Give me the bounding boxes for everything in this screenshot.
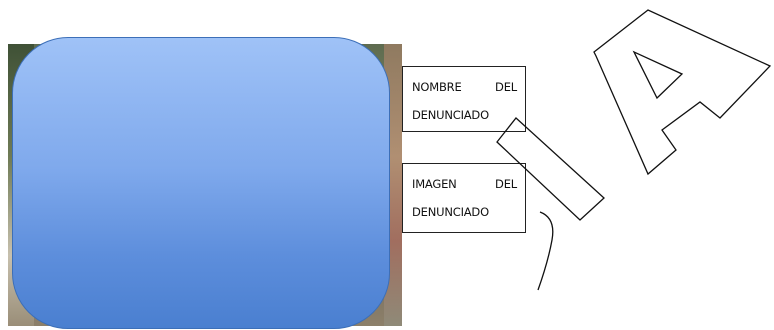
accused-name-label-line-1: NOMBRE DEL	[412, 80, 517, 94]
accused-name-field[interactable]: NOMBRE DEL DENUNCIADO	[402, 66, 526, 132]
photo-placeholder-card[interactable]	[12, 37, 390, 329]
accused-image-field[interactable]: IMAGEN DEL DENUNCIADO	[402, 163, 526, 233]
accused-image-label-line-1: IMAGEN DEL	[412, 177, 517, 191]
watermark-letter-i	[496, 117, 605, 221]
accused-name-label-line-2: DENUNCIADO	[412, 108, 489, 122]
watermark-letter-c	[537, 211, 554, 291]
accused-image-label-line-2: DENUNCIADO	[412, 205, 489, 219]
watermark-letter-a	[593, 9, 772, 176]
